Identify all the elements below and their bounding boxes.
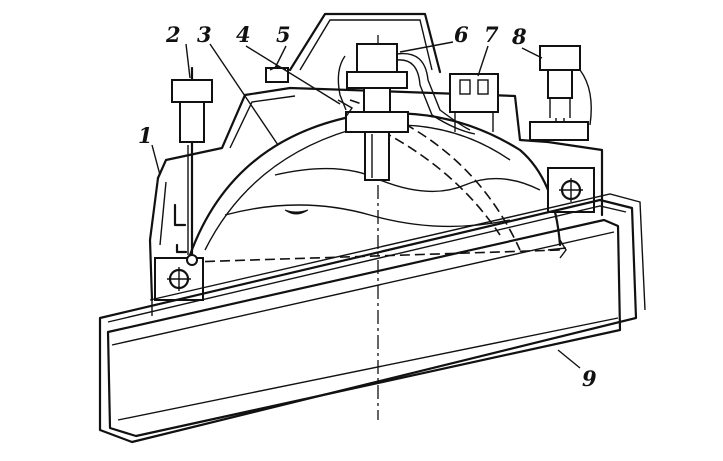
- leader-1: [151, 144, 161, 176]
- lens-frame-rim: [149, 193, 646, 311]
- bulb-cap-inner: [299, 19, 433, 71]
- adjust-screw-right-body: [547, 69, 573, 99]
- leader-3: [209, 43, 279, 146]
- connector-block: [449, 73, 499, 113]
- wire-a: [396, 52, 471, 131]
- callout-1: 1: [138, 123, 153, 148]
- bulb-body: [364, 131, 390, 181]
- bulb-collar: [345, 111, 409, 133]
- mount-screw-left-cross: [167, 267, 191, 291]
- connector-legs: [454, 112, 494, 132]
- housing-shell-inner: [229, 95, 296, 149]
- bulb-cap-cover: [288, 12, 442, 74]
- hinge-detail-lower: [175, 243, 188, 254]
- wire-c: [337, 55, 347, 111]
- connector-pin-2: [477, 79, 489, 95]
- leader-6: [399, 41, 454, 53]
- leader-5: [274, 45, 287, 69]
- adjust-screw-left-body: [179, 101, 205, 143]
- leader-8: [521, 47, 543, 59]
- reflector-mark: [284, 209, 309, 215]
- lens-line-upper: [111, 231, 615, 346]
- lens-frame-inner-top: [107, 205, 627, 323]
- housing-left-wall-inner: [159, 181, 167, 246]
- lens-line-lower: [117, 317, 619, 421]
- adjust-screw-left-head: [171, 79, 213, 103]
- adjust-axis-horizontal: [189, 249, 561, 263]
- callout-6: 6: [454, 22, 469, 47]
- callout-5: 5: [276, 22, 291, 47]
- spring-clip: [337, 99, 354, 119]
- lens-glass: [106, 218, 622, 438]
- leader-9: [557, 349, 581, 369]
- mount-screw-right-cross: [559, 178, 583, 202]
- pivot-ball: [186, 254, 198, 266]
- connector-pin-1: [459, 79, 471, 95]
- hinge-detail-upper: [173, 203, 187, 227]
- adjust-screw-right-thread: [549, 98, 571, 140]
- lens-frame-outer: [98, 198, 638, 444]
- adjust-screw-right-nut: [529, 121, 589, 141]
- leader-7: [477, 45, 489, 77]
- callout-4: 4: [236, 22, 251, 47]
- leader-4: [245, 45, 341, 105]
- callout-2: 2: [165, 22, 181, 47]
- adjust-screw-right-head: [539, 45, 581, 71]
- seal-ring: [265, 67, 289, 83]
- bulb-socket-top: [356, 43, 398, 75]
- adjust-screw-right-wire: [579, 69, 592, 126]
- wire-b: [396, 59, 476, 135]
- callout-8: 8: [511, 24, 527, 49]
- reflector-lower-wave: [224, 204, 511, 228]
- housing-left-wall: [148, 176, 160, 302]
- bulb-socket-flange: [346, 71, 408, 89]
- leader-2: [185, 43, 191, 79]
- callout-3: 3: [197, 22, 212, 47]
- callout-9: 9: [582, 366, 597, 391]
- reflector-wave-line: [274, 167, 541, 193]
- housing-shell: [156, 86, 604, 217]
- callout-7: 7: [484, 22, 499, 47]
